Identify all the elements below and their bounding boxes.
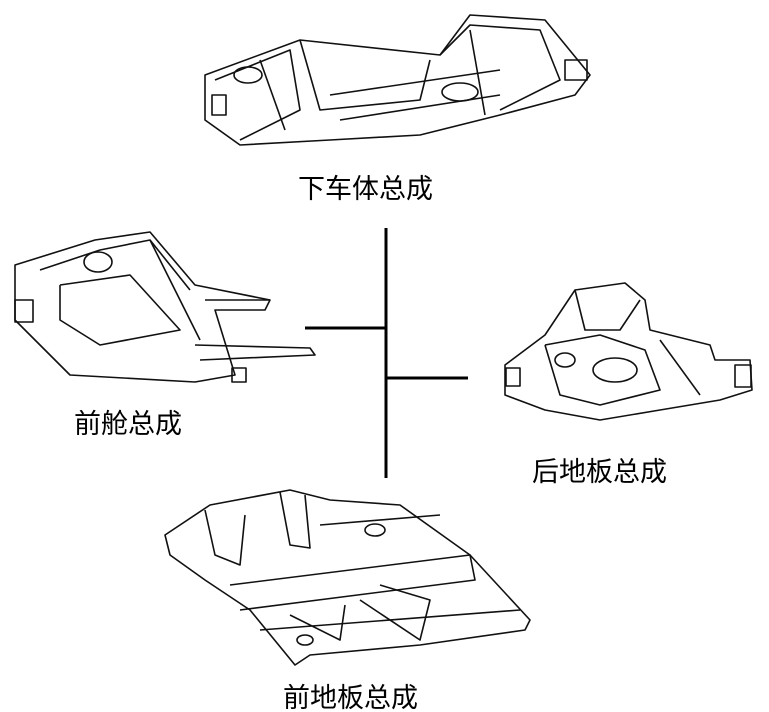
front-compartment-label: 前舱总成 xyxy=(74,409,182,440)
underbody-assembly-drawing xyxy=(204,14,591,146)
connector-lines xyxy=(305,228,468,478)
front-floor-label: 前地板总成 xyxy=(283,683,418,712)
rear-floor-label: 后地板总成 xyxy=(532,457,667,488)
underbody-assembly-label: 下车体总成 xyxy=(298,174,433,205)
rear-floor-drawing xyxy=(504,282,753,421)
front-compartment-drawing xyxy=(14,231,316,383)
front-floor-drawing xyxy=(164,489,531,666)
